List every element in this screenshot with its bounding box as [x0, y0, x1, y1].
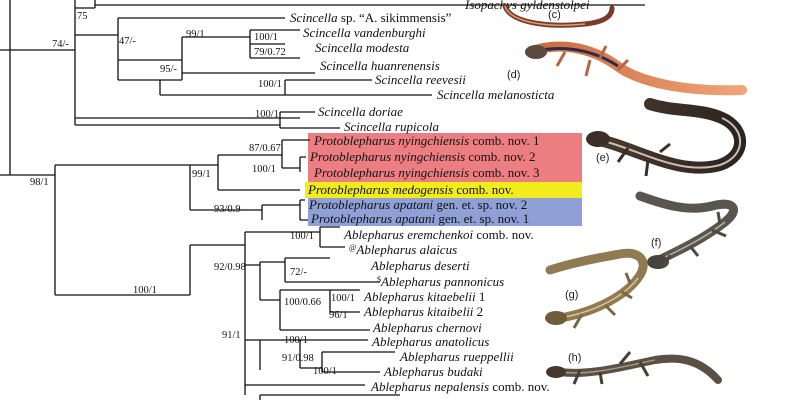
branch-99b [55, 155, 219, 210]
support-91b: 91/0.98 [282, 353, 314, 364]
panel-label-h: (h) [568, 352, 581, 364]
support-100b: 100/1 [258, 79, 282, 90]
highlight-medogensis [305, 182, 582, 198]
taxon-label: Scincella melanosticta [437, 87, 555, 102]
lizard-photo-h: (h) [546, 351, 722, 385]
lizard-photo-d: (d) [507, 41, 747, 96]
branch-92 [245, 257, 380, 300]
support-93: 93/0.9 [214, 204, 241, 215]
branch-91a [245, 339, 395, 373]
support-100h: 100/1 [284, 335, 308, 346]
support-100e: 100/1 [290, 231, 314, 242]
lizard-photo-c: (c) [502, 3, 615, 28]
taxon-label: Protoblepharus nyingchiensis comb. nov. … [309, 149, 535, 164]
clade-highlights [305, 133, 582, 226]
highlight-apatani [308, 198, 582, 226]
taxon-label: Ablepharus kitaibelii 2 [363, 304, 483, 319]
support-72: 72/- [290, 267, 307, 278]
support-100a: 100/1 [254, 32, 278, 43]
taxon-labels: Isopachys gyldenstolpei Scincella sp. “A… [290, 0, 590, 394]
branch-95 [160, 73, 183, 81]
taxon-label: Ablepharus chernovi [372, 320, 482, 335]
taxon-label: @Ablepharus alaicus [349, 242, 457, 257]
taxon-label: Scincella rupicola [344, 119, 439, 134]
branch-100b [117, 60, 432, 96]
lizard-photo-g: (g) [545, 248, 648, 329]
support-74: 74/- [52, 39, 69, 50]
panel-label-c: (c) [548, 9, 561, 21]
support-98: 98/1 [30, 177, 49, 188]
taxon-label: Protoblepharus apatani gen. et. sp. nov.… [308, 197, 527, 212]
support-100c: 100/1 [255, 109, 279, 120]
taxon-label: Ablepharus deserti [370, 258, 470, 273]
lizard-photo-f: (f) [635, 191, 738, 269]
support-87: 87/0.67 [249, 143, 281, 154]
support-91a: 91/1 [222, 330, 241, 341]
taxon-label: Isopachys gyldenstolpei [464, 0, 590, 12]
taxon-label: $Ablepharus pannonicus [377, 274, 504, 289]
taxon-label: Protoblepharus apatani gen. et. sp. nov.… [310, 211, 529, 226]
taxon-label: Ablepharus rueppellii [399, 349, 514, 364]
branch-100e [245, 226, 345, 248]
support-values: 75 74/- 47/- 99/1 100/1 79/0.72 95/- 100… [30, 11, 355, 377]
taxon-label: Scincella modesta [315, 40, 410, 55]
taxon-label: Protoblepharus nyingchiensis comb. nov. … [313, 133, 539, 148]
branch-nepalensis [245, 384, 400, 400]
panel-label-f: (f) [651, 237, 661, 249]
taxon-label: Ablepharus nepalensis comb. nov. [370, 379, 550, 394]
support-99b: 99/1 [192, 169, 211, 180]
branch-100c [74, 111, 340, 129]
support-92: 92/0.98 [214, 262, 246, 273]
root-branch [0, 0, 11, 176]
support-100i: 100/1 [313, 366, 337, 377]
support-100-abl: 100/1 [331, 293, 355, 304]
taxon-label: Ablepharus budaki [383, 364, 483, 379]
support-75: 75 [77, 11, 88, 22]
taxon-label: Scincella huanrenensis [320, 58, 440, 73]
branch-87 [218, 139, 310, 172]
highlight-nyingchiensis [308, 133, 582, 183]
taxon-label: Protoblepharus medogensis comb. nov. [307, 182, 514, 197]
support-100g: 100/0.66 [284, 297, 321, 308]
taxon-label: Scincella sp. “A. sikimmensis” [290, 10, 452, 25]
taxon-label: Ablepharus anatolicus [371, 334, 489, 349]
branch-74 [10, 0, 300, 119]
support-96: 96/1 [329, 310, 348, 321]
taxon-label: Scincella vandenburghi [303, 25, 426, 40]
branch-93 [190, 199, 308, 221]
branch-47 [75, 17, 285, 60]
branch-98 [10, 165, 190, 296]
branch-abl-stem [189, 232, 246, 395]
support-79: 79/0.72 [254, 47, 286, 58]
branch-100g [260, 289, 370, 331]
support-100d: 100/1 [252, 164, 276, 175]
support-95: 95/- [160, 64, 177, 75]
taxon-label: Ablepharus kitaebelii 1 [363, 289, 485, 304]
taxon-label: Ablepharus eremchenkoi comb. nov. [343, 227, 534, 242]
taxon-label: Protoblepharus nyingchiensis comb. nov. … [313, 165, 539, 180]
branch-75 [75, 0, 96, 9]
panel-label-e: (e) [596, 152, 609, 164]
lizard-photo-e: (e) [586, 98, 747, 177]
support-47: 47/- [119, 36, 136, 47]
support-99a: 99/1 [186, 29, 205, 40]
taxon-label: Scincella reevesii [375, 72, 466, 87]
support-100f: 100/1 [133, 285, 157, 296]
panel-label-d: (d) [507, 69, 520, 81]
tree-branches [0, 0, 645, 400]
panel-label-g: (g) [565, 289, 578, 301]
taxon-label: Scincella doriae [318, 104, 403, 119]
